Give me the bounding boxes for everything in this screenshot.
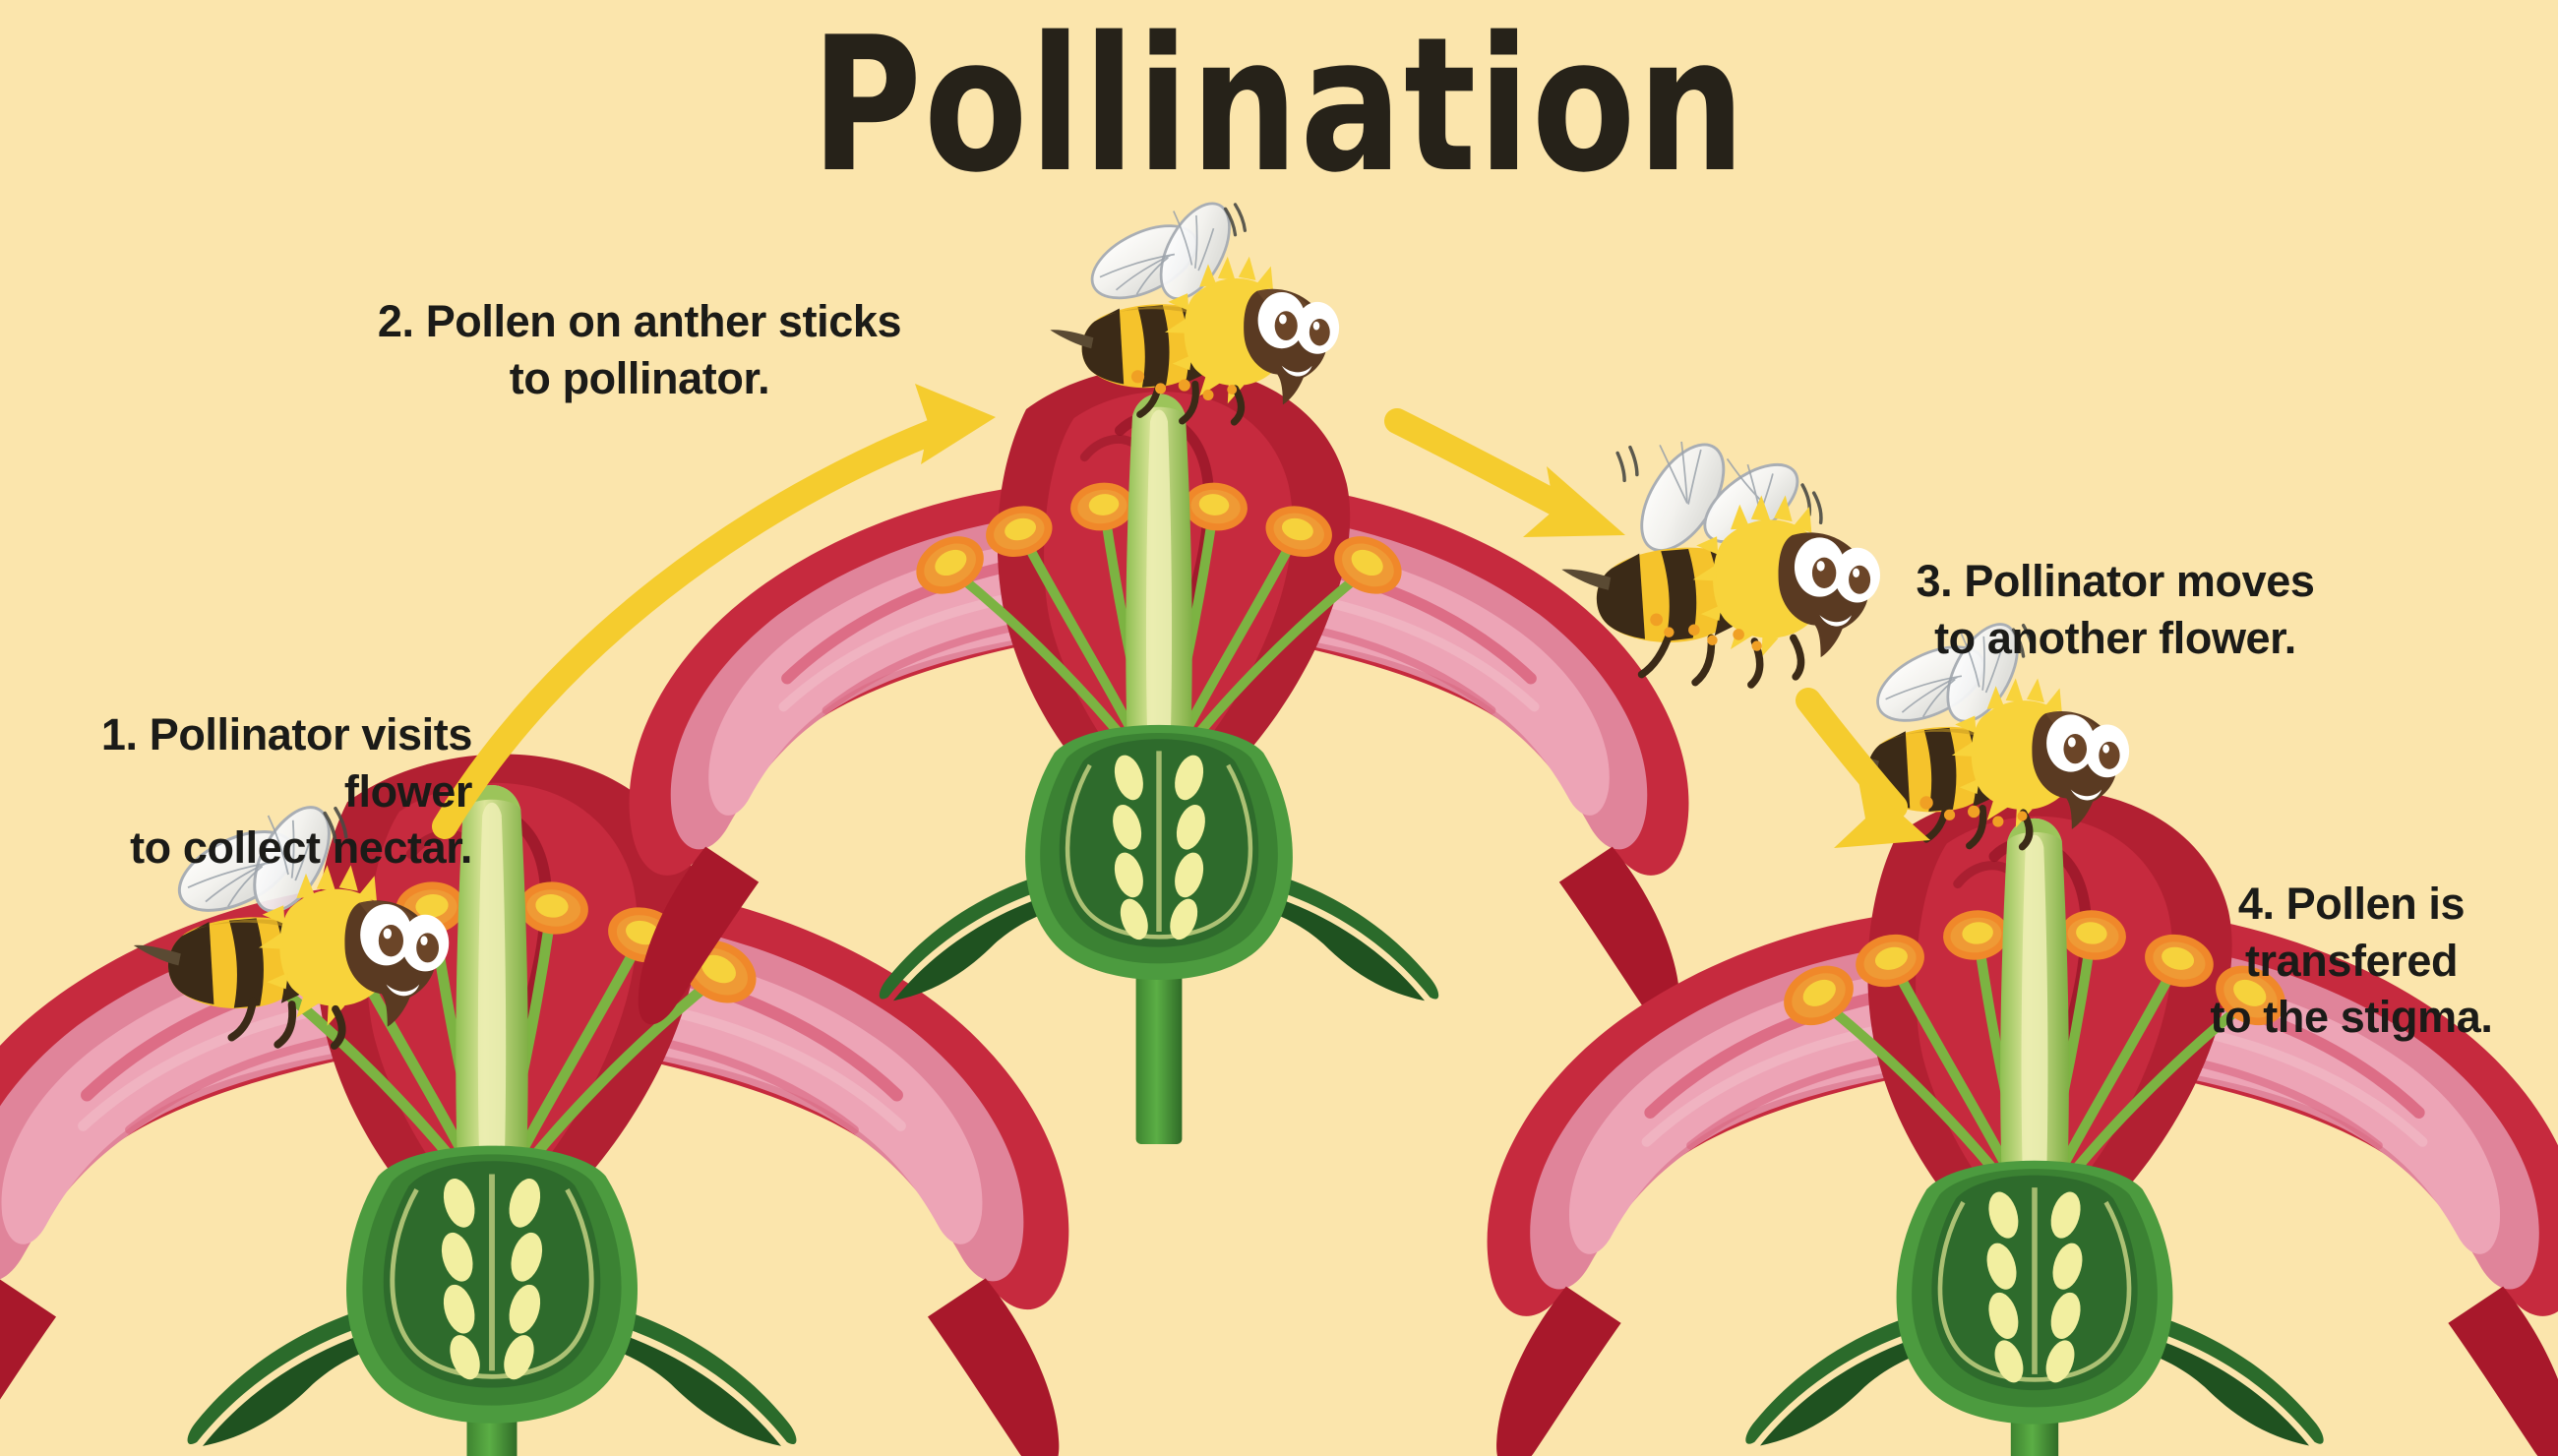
step-2-caption: 2. Pollen on anther sticks to pollinator… [377,296,902,403]
bee-3 [1561,431,1880,685]
arrow-1-to-2 [432,384,996,839]
flower-2 [630,365,1689,1144]
arrow-3-to-4 [1796,688,1930,848]
bee-2 [1050,193,1339,422]
step-1-caption: 1. Pollinator visits flower to collect n… [100,709,473,874]
pollen-grains [1130,370,1238,400]
step-3-caption: 3. Pollinator moves to another flower. [1916,556,2315,663]
step-3-illustration [1561,431,1880,685]
step-4-caption: 4. Pollen is transfered to the stigma. [2210,879,2493,1043]
pollen-grains [1919,796,2028,827]
page-title: Pollination [811,0,1747,213]
arrow-2-to-3 [1384,408,1625,537]
